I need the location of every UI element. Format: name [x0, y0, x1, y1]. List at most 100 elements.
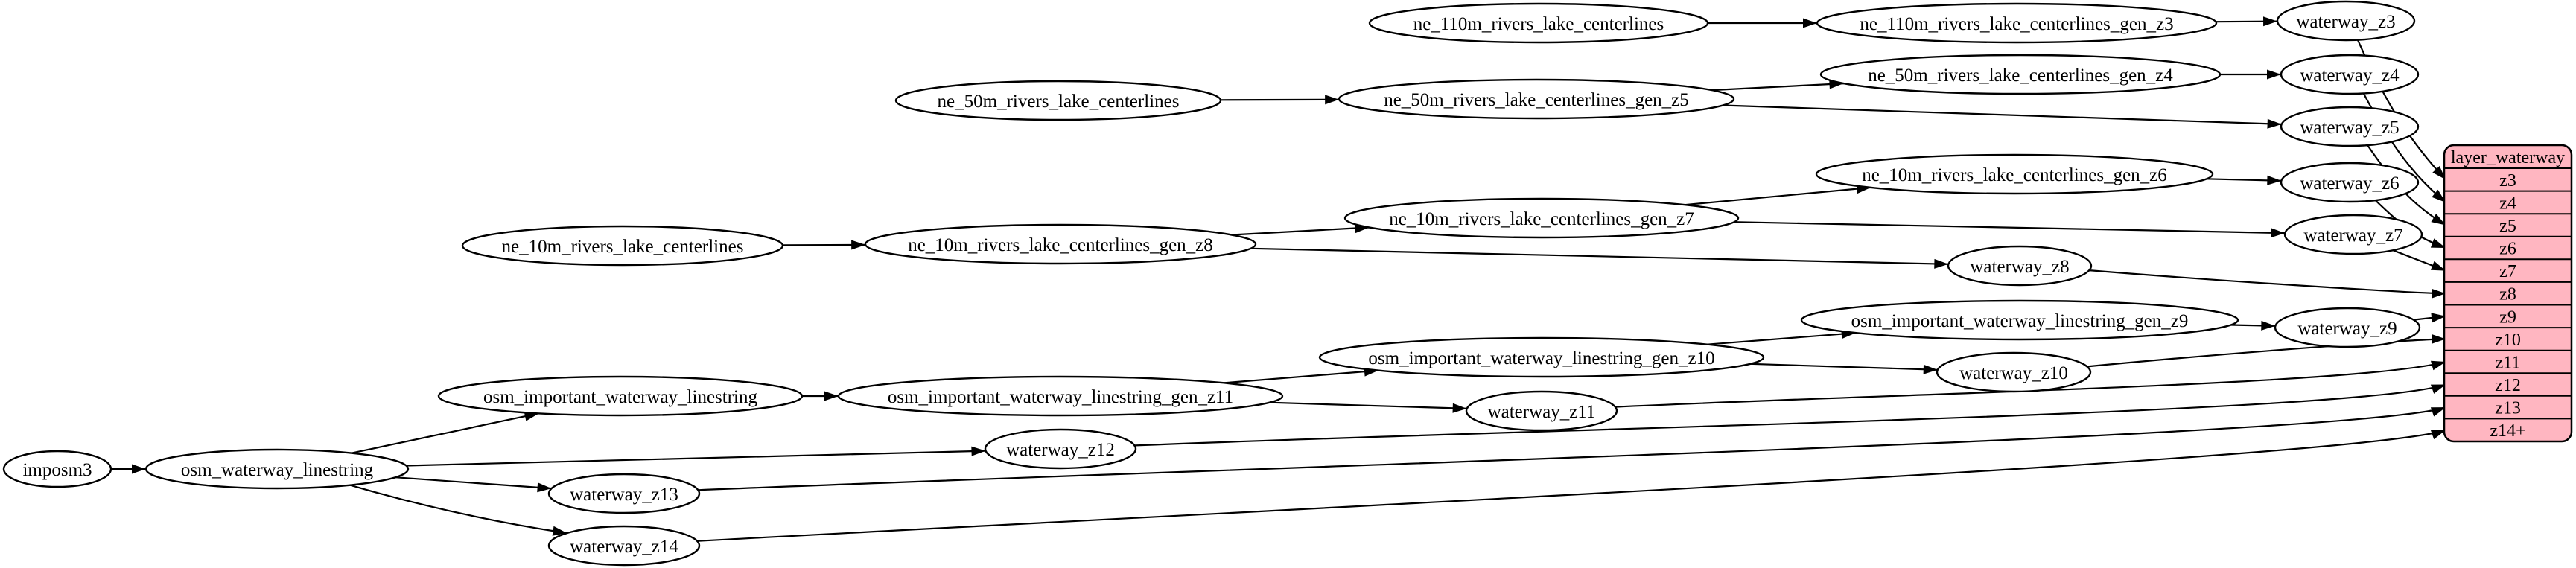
arrowhead-icon	[2263, 16, 2277, 27]
node-label: waterway_z11	[1488, 402, 1596, 422]
node-label: ne_10m_rivers_lake_centerlines	[502, 237, 744, 257]
arrowhead-icon	[2267, 118, 2282, 129]
table-node-waterway_z10: waterway_z10	[1936, 351, 2092, 393]
edge-waterway_z11-to-layer_waterway-z11	[1615, 360, 2446, 408]
node-ellipse	[547, 473, 701, 514]
record-row-z12: z12	[2495, 376, 2521, 395]
edge-line	[1734, 221, 2286, 234]
node-ellipse	[1343, 197, 1740, 239]
record-title: layer_waterway	[2451, 148, 2565, 167]
edge-ne_10m_rivers_lake_centerlines_gen_z8-to-ne_10m_rivers_lake_centerlines_gen_z7	[1231, 223, 1370, 236]
table-node-imposm3: imposm3	[2, 450, 112, 488]
table-node-ne_10m_rivers_lake_centerlines: ne_10m_rivers_lake_centerlines	[461, 225, 784, 267]
table-node-waterway_z14: waterway_z14	[547, 525, 701, 567]
arrowhead-icon	[1803, 18, 1817, 28]
node-label: ne_10m_rivers_lake_centerlines_gen_z6	[1862, 165, 2167, 185]
node-label: ne_110m_rivers_lake_centerlines	[1413, 14, 1664, 34]
edge-ne_110m_rivers_lake_centerlines-to-ne_110m_rivers_lake_centerlines_gen_z3	[1708, 18, 1817, 28]
node-label: waterway_z3	[2296, 12, 2395, 32]
table-node-waterway_z12: waterway_z12	[984, 428, 1137, 470]
node-label: waterway_z9	[2297, 319, 2397, 339]
edge-line	[395, 476, 552, 490]
node-label: waterway_z6	[2300, 173, 2399, 194]
table-node-osm_important_waterway_linestring_gen_z11: osm_important_waterway_linestring_gen_z1…	[837, 375, 1284, 417]
record-row-z8: z8	[2499, 285, 2516, 304]
arrowhead-icon	[2432, 166, 2446, 180]
node-ellipse	[144, 448, 410, 490]
edge-line	[2089, 269, 2446, 295]
edge-waterway_z8-to-layer_waterway-z8	[2089, 269, 2446, 299]
table-node-osm_waterway_linestring: osm_waterway_linestring	[144, 448, 410, 490]
edge-osm_important_waterway_linestring-to-osm_important_waterway_linestring_gen_z11	[802, 391, 839, 401]
table-node-waterway_z8: waterway_z8	[1947, 245, 2093, 287]
node-label: waterway_z10	[1959, 363, 2068, 383]
arrowhead-icon	[1923, 364, 1938, 374]
edge-osm_waterway_linestring-to-osm_important_waterway_linestring	[352, 411, 539, 454]
table-node-ne_10m_rivers_lake_centerlines_gen_z8: ne_10m_rivers_lake_centerlines_gen_z8	[864, 223, 1257, 265]
node-label: osm_waterway_linestring	[181, 460, 374, 480]
node-label: osm_important_waterway_linestring	[483, 387, 757, 407]
arrowhead-icon	[2430, 261, 2446, 271]
node-ellipse	[2280, 106, 2420, 147]
table-node-ne_50m_rivers_lake_centerlines: ne_50m_rivers_lake_centerlines	[894, 80, 1222, 121]
edge-line	[352, 412, 539, 454]
node-label: waterway_z8	[1970, 257, 2069, 277]
node-ellipse	[2280, 54, 2420, 95]
node-ellipse	[2, 450, 112, 488]
arrowhead-icon	[1934, 258, 1949, 269]
table-node-ne_110m_rivers_lake_centerlines_gen_z3: ne_110m_rivers_lake_centerlines_gen_z3	[1816, 2, 2218, 44]
table-node-waterway_z13: waterway_z13	[547, 473, 701, 514]
record-row-z3: z3	[2499, 171, 2516, 191]
edge-osm_waterway_linestring-to-waterway_z14	[349, 484, 567, 536]
edge-line	[1615, 360, 2446, 408]
edge-line	[1231, 226, 1370, 236]
arrowhead-icon	[2431, 360, 2446, 371]
edge-ne_50m_rivers_lake_centerlines_gen_z5-to-ne_50m_rivers_lake_centerlines_gen_z4	[1711, 79, 1844, 92]
edge-ne_50m_rivers_lake_centerlines_gen_z5-to-waterway_z5	[1723, 104, 2282, 129]
node-label: ne_10m_rivers_lake_centerlines_gen_z7	[1389, 209, 1694, 229]
arrowhead-icon	[2432, 288, 2446, 299]
node-ellipse	[2280, 162, 2420, 203]
node-layer: imposm3 osm_waterway_linestring osm_import…	[2, 0, 2423, 567]
node-ellipse	[1819, 54, 2222, 95]
node-label: osm_important_waterway_linestring_gen_z9	[1851, 311, 2189, 331]
node-label: imposm3	[22, 460, 92, 480]
edge-ne_10m_rivers_lake_centerlines_gen_z8-to-waterway_z8	[1250, 247, 1949, 269]
table-node-waterway_z7: waterway_z7	[2283, 214, 2423, 255]
node-ellipse	[1800, 299, 2239, 341]
edge-line	[349, 484, 567, 535]
arrowhead-icon	[2430, 430, 2446, 440]
edge-line	[1711, 83, 1844, 92]
arrowhead-icon	[851, 240, 866, 250]
node-ellipse	[894, 80, 1222, 121]
arrowhead-icon	[824, 391, 839, 401]
record-row-z5: z5	[2499, 217, 2516, 236]
edge-line	[406, 450, 986, 467]
record-row-z14+: z14+	[2490, 421, 2525, 441]
edge-osm_waterway_linestring-to-waterway_z13	[395, 476, 552, 493]
edge-line	[1223, 369, 1379, 384]
arrowhead-icon	[2271, 228, 2286, 238]
record-row-z6: z6	[2499, 240, 2516, 259]
node-ellipse	[984, 428, 1137, 470]
record-row-z9: z9	[2499, 307, 2516, 327]
arrowhead-icon	[537, 482, 552, 493]
arrowhead-icon	[2431, 313, 2446, 323]
node-ellipse	[1816, 2, 2218, 44]
node-label: waterway_z5	[2300, 118, 2399, 138]
table-node-osm_important_waterway_linestring_gen_z10: osm_important_waterway_linestring_gen_z1…	[1318, 336, 1765, 378]
table-node-ne_50m_rivers_lake_centerlines_gen_z5: ne_50m_rivers_lake_centerlines_gen_z5	[1338, 78, 1735, 120]
node-label: osm_important_waterway_linestring_gen_z1…	[1368, 348, 1714, 368]
record-row-z4: z4	[2499, 194, 2516, 213]
record-row-z13: z13	[2495, 399, 2521, 418]
arrowhead-icon	[2430, 384, 2446, 394]
node-ellipse	[1338, 78, 1735, 120]
node-label: ne_50m_rivers_lake_centerlines_gen_z4	[1868, 66, 2173, 86]
edge-ne_10m_rivers_lake_centerlines_gen_z6-to-waterway_z6	[2207, 175, 2282, 185]
node-ellipse	[547, 525, 701, 567]
edge-waterway_z12-to-layer_waterway-z12	[1134, 383, 2446, 447]
edge-osm_important_waterway_linestring_gen_z9-to-waterway_z9	[2230, 320, 2276, 331]
edge-osm_waterway_linestring-to-waterway_z12	[406, 446, 986, 467]
node-ellipse	[864, 223, 1257, 265]
edge-line	[1723, 104, 2282, 125]
